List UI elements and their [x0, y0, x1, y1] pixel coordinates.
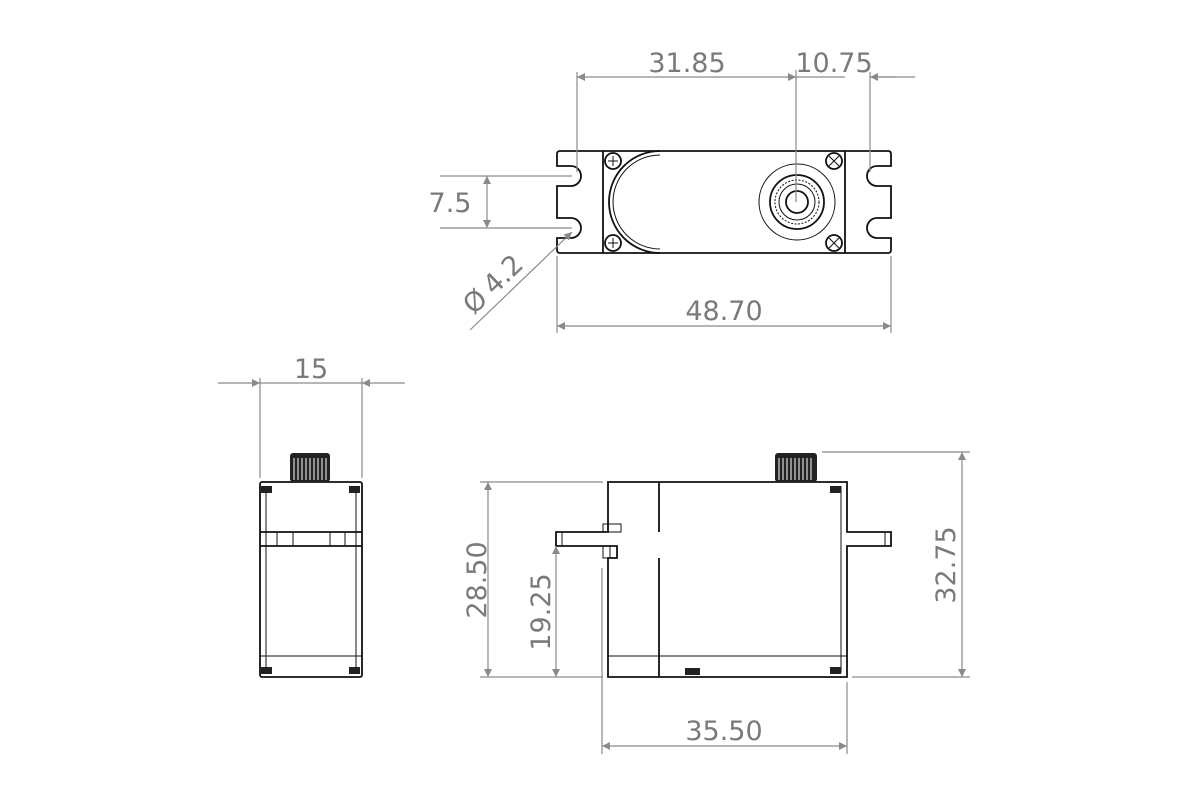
top-view: 31.85 10.75 7.5 Ø 4.2 48.70: [429, 48, 915, 333]
case-rounded-end: [608, 150, 661, 254]
output-gear-icon: [758, 163, 836, 241]
side-body: [259, 481, 363, 678]
front-body: [555, 481, 892, 678]
dim-19-25: 19.25: [526, 573, 557, 650]
dim-7-5: 7.5: [429, 188, 472, 219]
dim-4-2: 4.2: [477, 249, 529, 301]
dim-32-75: 32.75: [931, 526, 962, 603]
corner-tab-icon: [261, 486, 360, 674]
dim-hole-diameter: Ø 4.2: [457, 249, 530, 321]
dim-28-50: 28.50: [462, 541, 493, 618]
dim-35-50: 35.50: [685, 716, 762, 747]
side-view: 15: [218, 354, 405, 678]
dim-10-75: 10.75: [795, 48, 872, 79]
dim-15: 15: [294, 354, 328, 385]
mounting-flange-outline: [556, 150, 892, 254]
dim-48-70: 48.70: [685, 296, 762, 327]
spline-gear-icon: [775, 453, 817, 482]
spline-gear-icon: [290, 453, 330, 482]
corner-tab-icon: [685, 486, 841, 675]
dim-31-85: 31.85: [648, 48, 725, 79]
screw-icon: [604, 152, 843, 252]
front-view: 28.50 19.25 32.75 35.50: [462, 451, 970, 754]
case-rounded-end-inner: [612, 154, 661, 250]
